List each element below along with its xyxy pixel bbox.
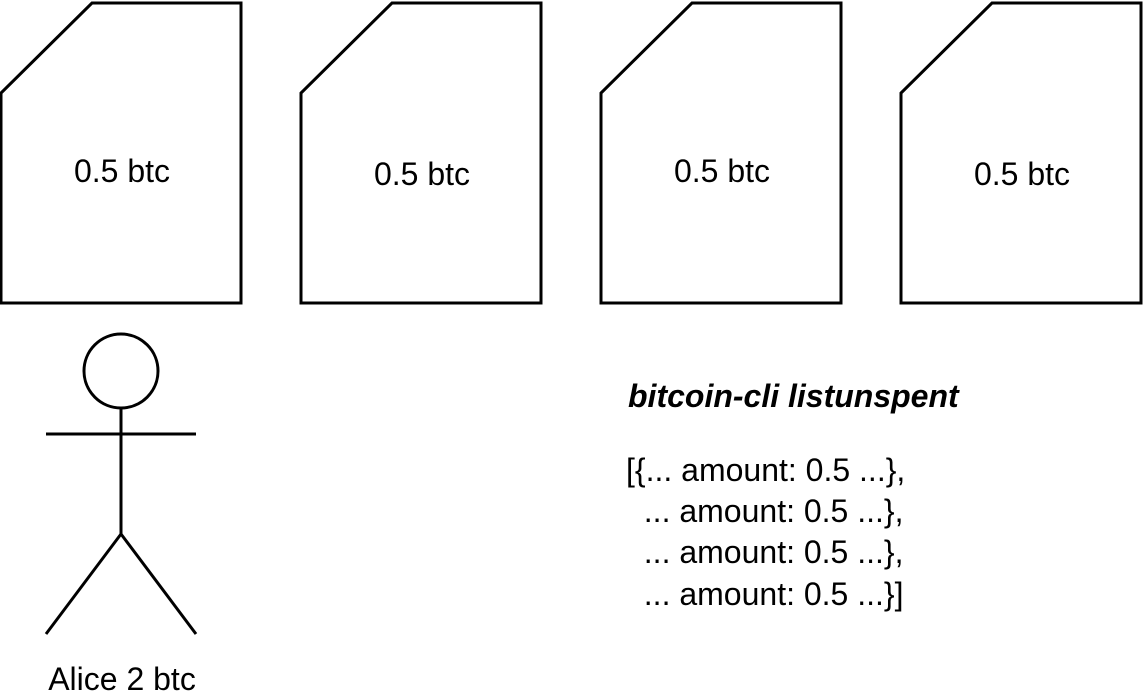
- actor-left-leg: [44, 533, 123, 635]
- output-line-1: [{... amount: 0.5 ...},: [626, 452, 905, 488]
- output-line-2: ... amount: 0.5 ...},: [626, 493, 903, 529]
- utxo-card-shape: [599, 1, 843, 305]
- utxo-card-4: 0.5 btc: [899, 1, 1143, 305]
- utxo-card-2: 0.5 btc: [299, 1, 543, 305]
- command-text: bitcoin-cli listunspent: [628, 378, 960, 414]
- actor-head: [82, 332, 160, 410]
- utxo-card-shape: [0, 1, 243, 305]
- actor-right-leg: [119, 533, 198, 635]
- utxo-card-label: 0.5 btc: [974, 156, 1070, 192]
- utxo-card-1: 0.5 btc: [0, 1, 243, 305]
- utxo-card-label: 0.5 btc: [74, 153, 170, 189]
- actor-figure: [44, 332, 198, 635]
- output-line-4: ... amount: 0.5 ...}]: [626, 576, 903, 612]
- utxo-card-label: 0.5 btc: [674, 153, 770, 189]
- output-line-3: ... amount: 0.5 ...},: [626, 534, 903, 570]
- utxo-card-label: 0.5 btc: [374, 156, 470, 192]
- utxo-card-shape: [899, 1, 1143, 305]
- actor-label: Alice 2 btc: [48, 661, 196, 693]
- utxo-card-shape: [299, 1, 543, 305]
- utxo-card-3: 0.5 btc: [599, 1, 843, 305]
